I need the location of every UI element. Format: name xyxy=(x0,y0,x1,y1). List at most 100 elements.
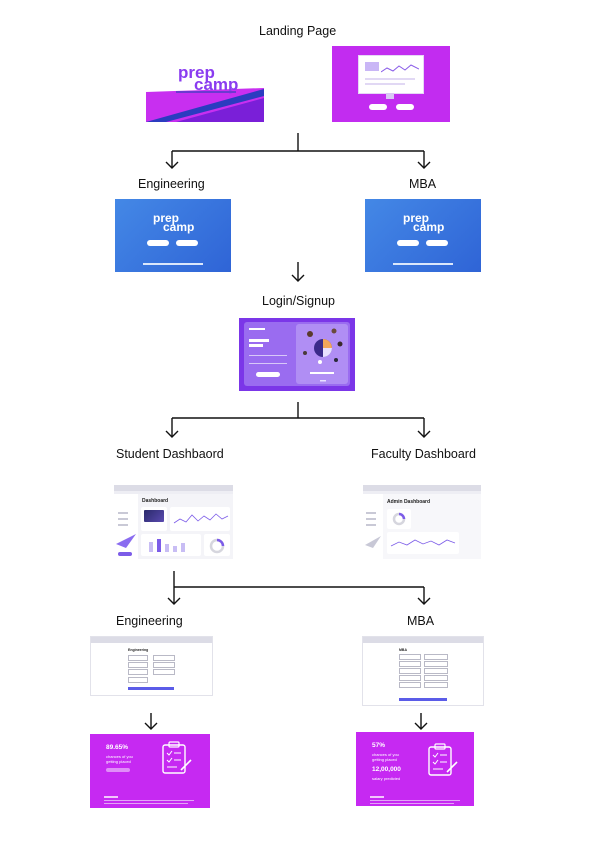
clipboard-checklist-icon xyxy=(162,741,192,774)
arrow-head xyxy=(291,274,305,282)
sidebar-item[interactable] xyxy=(366,524,376,526)
sidebar-cta-button[interactable] xyxy=(118,552,132,556)
form-field[interactable] xyxy=(424,668,448,674)
logo-text-camp: camp xyxy=(413,220,445,234)
landing-logo-screen: prep camp xyxy=(146,58,264,122)
clipboard-checklist-icon xyxy=(428,743,458,776)
student-line-chart xyxy=(173,513,229,524)
form-field[interactable] xyxy=(399,668,421,674)
landing-monitor-screen xyxy=(332,46,450,122)
sidebar-item[interactable] xyxy=(118,518,128,520)
student-donut-chart xyxy=(209,538,225,554)
form-field[interactable] xyxy=(399,661,421,667)
monitor-card xyxy=(365,62,379,71)
monitor-row xyxy=(365,78,415,80)
logo-text-prep: prep xyxy=(178,63,215,82)
form-field[interactable] xyxy=(153,662,175,668)
label-mba: MBA xyxy=(409,177,437,191)
engineering-result-button[interactable] xyxy=(106,768,130,772)
monitor-display xyxy=(358,55,424,94)
label-login-signup: Login/Signup xyxy=(262,294,335,308)
form-field[interactable] xyxy=(128,662,148,668)
mba-footer-text xyxy=(370,800,460,801)
sidebar-item[interactable] xyxy=(366,518,376,520)
arrow-head xyxy=(417,430,431,438)
browser-bar xyxy=(114,485,233,491)
bar xyxy=(181,543,185,552)
arrow-head xyxy=(417,161,431,169)
form-field[interactable] xyxy=(128,655,148,661)
student-sidebar xyxy=(114,494,138,559)
entry-button-student[interactable] xyxy=(147,240,169,246)
engineering-placement-percent: 89.65% xyxy=(106,744,129,751)
engineering-result-line1: chances of you xyxy=(106,754,133,759)
entry-button-faculty[interactable] xyxy=(176,240,198,246)
form-field[interactable] xyxy=(424,682,448,688)
login-screen xyxy=(239,318,355,391)
login-brand xyxy=(249,328,265,330)
mba-footer-text xyxy=(370,803,454,804)
login-illustration xyxy=(303,328,343,382)
mba-submit-button[interactable] xyxy=(399,698,447,701)
login-email-field[interactable] xyxy=(249,355,287,356)
mba-result-line1: chances of you xyxy=(372,752,399,757)
student-card-panel xyxy=(141,507,167,531)
student-dashboard-title: Dashboard xyxy=(142,498,169,504)
browser-tabs xyxy=(363,491,481,494)
landing-button-right[interactable] xyxy=(396,104,414,110)
bar xyxy=(157,539,161,552)
form-field[interactable] xyxy=(153,669,175,675)
sidebar-item[interactable] xyxy=(366,512,376,514)
form-field[interactable] xyxy=(153,655,175,661)
sidebar-item[interactable] xyxy=(118,512,128,514)
login-password-field[interactable] xyxy=(249,363,287,364)
browser-bar xyxy=(363,485,481,491)
entry-footer-text xyxy=(143,263,203,265)
engineering-result-line2: getting placed xyxy=(106,759,131,764)
sidebar-item[interactable] xyxy=(118,524,128,526)
arrow-head xyxy=(165,161,179,169)
student-id-card xyxy=(144,510,164,522)
browser-tabs xyxy=(114,491,233,494)
label-faculty-dashboard: Faculty Dashboard xyxy=(371,447,476,461)
arrow-head xyxy=(165,430,179,438)
login-button[interactable] xyxy=(256,372,280,377)
form-field[interactable] xyxy=(424,661,448,667)
paper-plane-icon xyxy=(365,536,381,548)
form-field[interactable] xyxy=(399,682,421,688)
faculty-dashboard-screen: Admin Dashboard xyxy=(363,485,481,559)
form-field[interactable] xyxy=(424,675,448,681)
mba-salary-amount: 12,00,000 xyxy=(372,766,401,773)
bar xyxy=(149,542,153,552)
mba-placement-percent: 57% xyxy=(372,742,386,749)
admin-donut-panel xyxy=(387,509,411,529)
form-field[interactable] xyxy=(128,677,148,683)
form-field[interactable] xyxy=(424,654,448,660)
login-heading xyxy=(249,339,269,342)
bar xyxy=(173,546,177,552)
student-line-chart-panel xyxy=(170,507,230,531)
form-field[interactable] xyxy=(399,654,421,660)
form-field[interactable] xyxy=(399,675,421,681)
mba-form-screen: MBA xyxy=(362,636,484,706)
logo-tagline-bar xyxy=(176,91,236,93)
login-illustration-panel xyxy=(296,324,348,384)
paper-plane-icon xyxy=(116,534,136,548)
form-field[interactable] xyxy=(128,669,148,675)
student-bar-chart-panel xyxy=(141,534,201,556)
engineering-submit-button[interactable] xyxy=(128,687,174,690)
entry-button-student[interactable] xyxy=(397,240,419,246)
login-heading xyxy=(249,344,263,347)
monitor-row xyxy=(365,83,405,85)
engineering-entry-screen: prep camp xyxy=(115,199,231,272)
label-mba-form: MBA xyxy=(407,614,435,628)
entry-button-faculty[interactable] xyxy=(426,240,448,246)
logo-text-camp: camp xyxy=(194,75,239,94)
label-landing-page: Landing Page xyxy=(259,24,337,38)
logo-text-prep: prep xyxy=(403,211,430,225)
arrow-head xyxy=(414,722,428,730)
admin-line-chart xyxy=(390,539,456,547)
faculty-sidebar xyxy=(363,494,383,559)
landing-button-left[interactable] xyxy=(369,104,387,110)
